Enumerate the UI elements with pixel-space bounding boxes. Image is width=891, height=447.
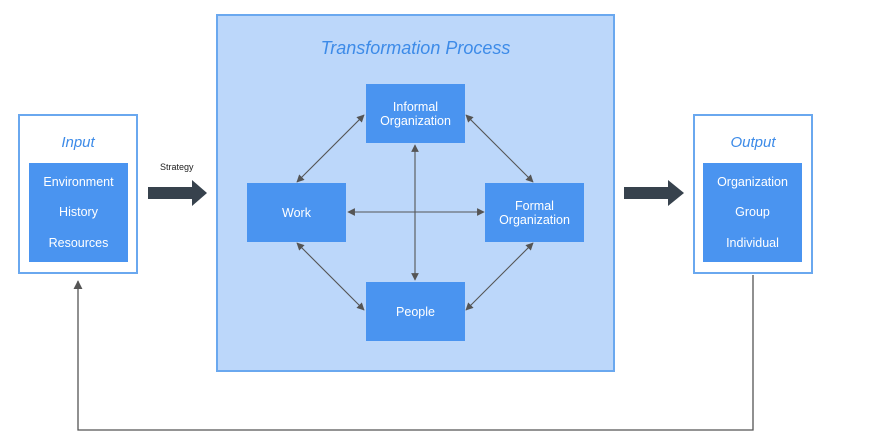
node-work-label: Work — [282, 205, 311, 220]
node-people-label: People — [396, 304, 435, 319]
node-formal-organization: Formal Organization — [485, 183, 584, 242]
connector-informal-formal — [465, 114, 534, 183]
connector-work-informal — [296, 114, 365, 183]
connector-work-people — [296, 242, 365, 311]
node-people: People — [366, 282, 465, 341]
feedback-loop-line — [73, 275, 754, 431]
output-items-box: Organization Group Individual — [703, 163, 802, 262]
node-informal-organization-label: Informal Organization — [380, 99, 451, 128]
transformation-process-title: Transformation Process — [320, 38, 511, 58]
input-item-environment: Environment — [43, 175, 114, 190]
connector-formal-people — [465, 242, 534, 311]
strategy-label: Strategy — [160, 162, 194, 172]
input-item-history: History — [59, 205, 98, 220]
output-item-organization: Organization — [717, 175, 788, 190]
input-title: Input — [61, 134, 95, 151]
input-item-resources: Resources — [48, 235, 109, 250]
node-work: Work — [247, 183, 346, 242]
output-title: Output — [730, 134, 776, 151]
output-item-individual: Individual — [726, 235, 779, 250]
node-formal-organization-label: Formal Organization — [499, 198, 570, 227]
input-items-box: Environment History Resources — [29, 163, 128, 262]
strategy-arrow — [148, 180, 207, 206]
output-item-group: Group — [735, 205, 770, 220]
node-informal-organization: Informal Organization — [366, 84, 465, 143]
output-arrow — [624, 180, 684, 206]
